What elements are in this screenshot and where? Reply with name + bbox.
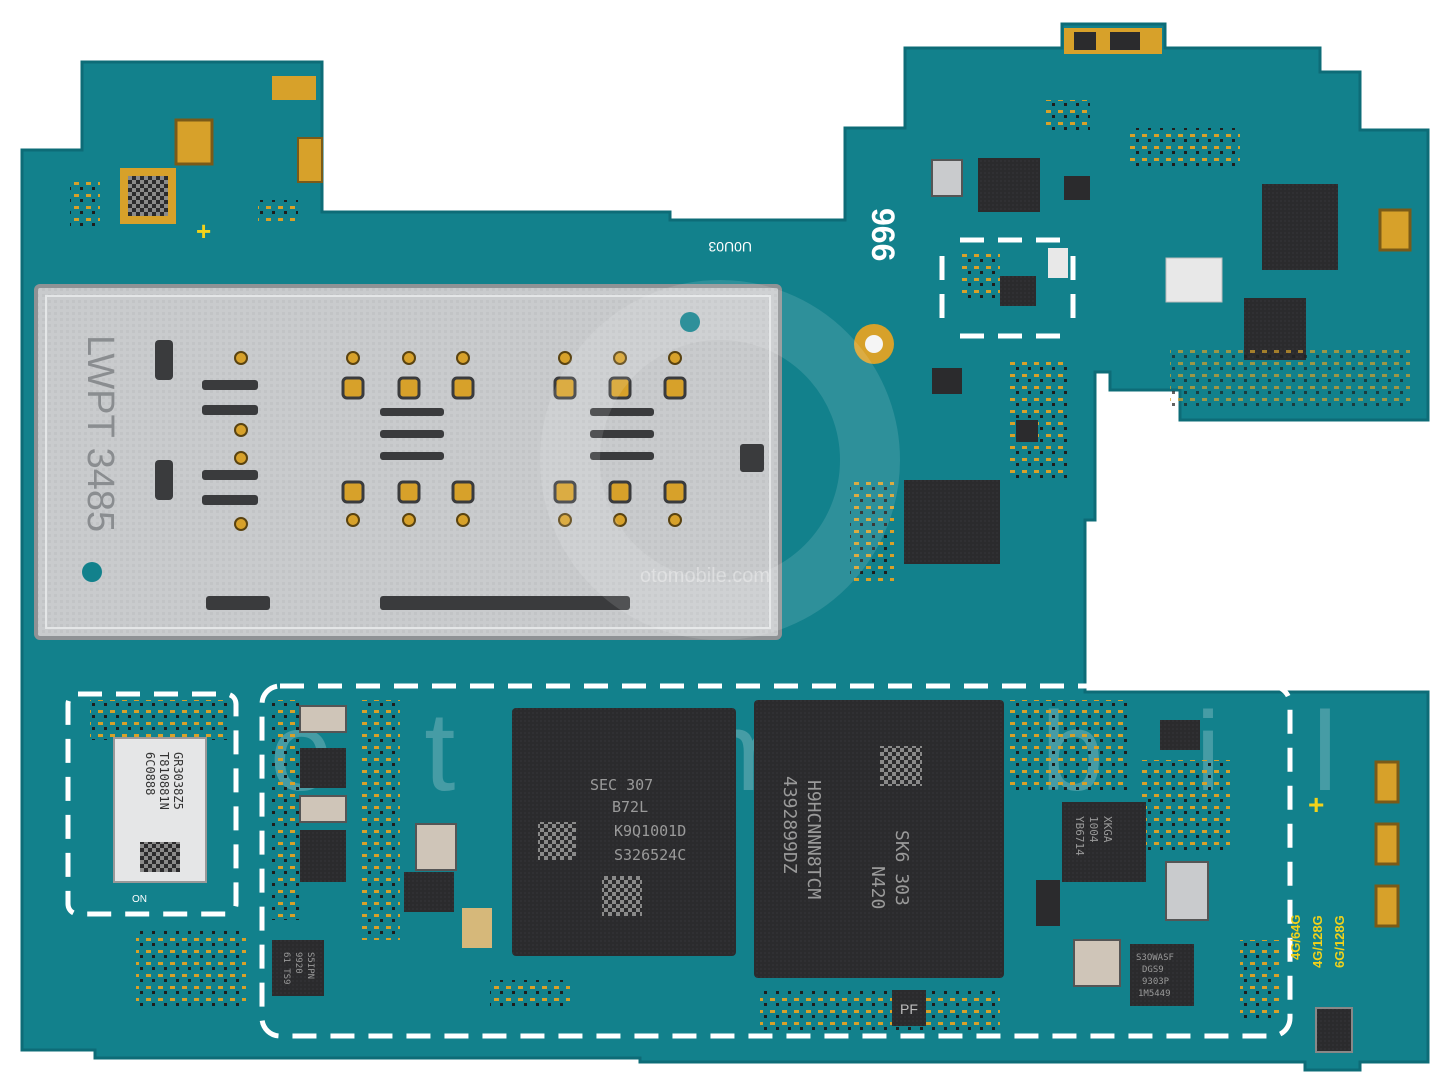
- sim-card-tray: LWPT 3485: [34, 284, 782, 640]
- lower-chip-line-3: 9303P: [1142, 977, 1170, 987]
- lower-chip-line-4: 1M5449: [1138, 989, 1171, 999]
- sim-tray-mark: LWPT 3485: [79, 335, 121, 532]
- memory-chip: SK6 303 N420 H9HCNNN8TCM 4392899DZ: [754, 700, 1004, 978]
- top-left-components: [70, 76, 323, 226]
- mem-line-2: N420: [867, 866, 888, 909]
- audio-chip-line-1: 61 TS9: [281, 952, 291, 985]
- audio-chip-line-3: S5IPN: [305, 952, 315, 979]
- left-module: 6C0888 T810881N GR3038Z5 ON 61 TS9 9920 …: [90, 700, 324, 1010]
- pf-component: [892, 990, 926, 1026]
- shield-frame-lines: [65, 237, 1293, 1039]
- mem-line-4: 4392899DZ: [779, 776, 800, 874]
- watermark-small: otomobile.com: [640, 565, 770, 587]
- variant-label-4g-64g: 4G/64G: [1288, 914, 1303, 960]
- mem-line-1: SK6 303: [891, 830, 912, 906]
- variant-label-4g-128g: 4G/128G: [1310, 915, 1325, 968]
- pmic-chip: YB6714 1004 XKGA: [1062, 802, 1146, 882]
- pmic-line-3: XKGA: [1101, 816, 1114, 843]
- plus-mark-top-left: +: [196, 216, 211, 246]
- watermark-logo: [540, 280, 900, 640]
- lower-chip-line-2: DGS9: [1142, 965, 1164, 975]
- pmic-line-1: YB6714: [1073, 816, 1086, 856]
- middle-right-chip: [850, 360, 1070, 582]
- soc-line-3: K9Q1001D: [614, 822, 686, 840]
- soc-line-4: S326524C: [614, 846, 686, 864]
- on-label: ON: [132, 894, 147, 905]
- board-code-966: 966: [865, 208, 901, 261]
- pf-label: PF: [900, 1001, 918, 1017]
- passive-components: [272, 700, 1280, 1030]
- soc-line-1: SEC 307: [590, 776, 653, 794]
- rf-area-components: [931, 28, 1412, 410]
- audio-chip-line-2: 9920: [293, 952, 303, 974]
- left-chip-line-2: T810881N: [157, 752, 171, 810]
- mem-line-3: H9HCNNN8TCM: [803, 780, 824, 899]
- left-chip-line-3: GR3038Z5: [171, 752, 185, 810]
- lower-chip-line-1: S3OWASF: [1136, 953, 1174, 963]
- board-code-u0u03: U0U03: [708, 239, 752, 255]
- variant-pads: [1315, 760, 1400, 1053]
- left-chip-line-1: 6C0888: [143, 752, 157, 795]
- plus-mark-right: +: [1308, 789, 1324, 820]
- soc-chip: SEC 307 B72L K9Q1001D S326524C: [512, 708, 736, 956]
- soc-line-2: B72L: [612, 798, 648, 816]
- lower-right-chip: S3OWASF DGS9 9303P 1M5449: [1130, 944, 1194, 1006]
- variant-label-6g-128g: 6G/128G: [1332, 915, 1347, 968]
- pmic-line-2: 1004: [1087, 816, 1100, 843]
